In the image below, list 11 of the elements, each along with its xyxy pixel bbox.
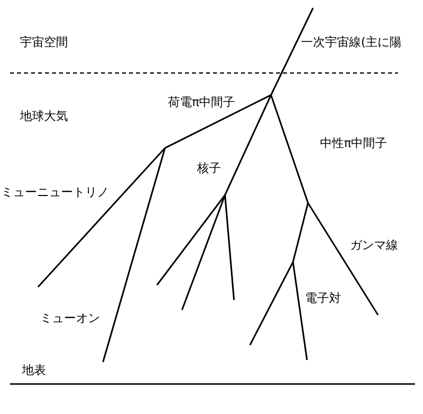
particle-label: ミューオン	[40, 310, 100, 326]
region-label: 宇宙空間	[20, 34, 68, 50]
particle-label: ガンマ線	[350, 237, 398, 253]
particle-label: 中性π中間子	[320, 135, 388, 151]
particle-label: 荷電π中間子	[168, 94, 236, 110]
region-label: 地球大気	[20, 108, 68, 124]
region-label: 地表	[22, 362, 46, 378]
particle-label: 核子	[197, 160, 221, 176]
particle-label: 一次宇宙線(主に陽	[301, 34, 402, 50]
particle-label: 電子対	[305, 290, 341, 306]
particle-label: ミューニュートリノ	[1, 184, 109, 200]
